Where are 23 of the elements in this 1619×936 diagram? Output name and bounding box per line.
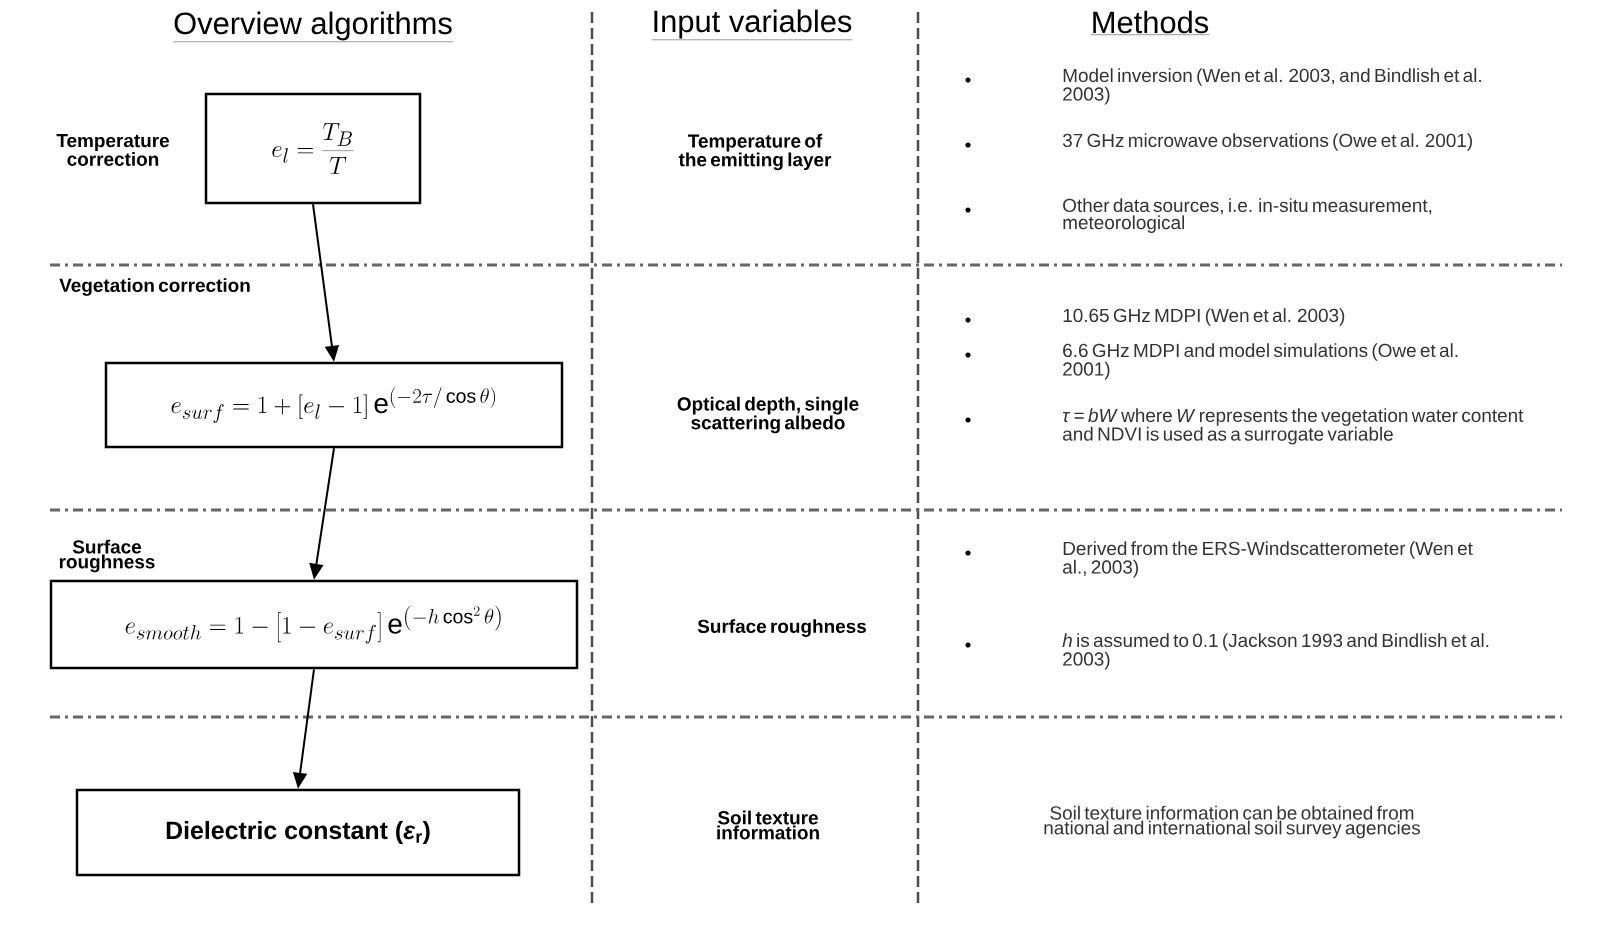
formula-box: Dielectric constant (ε$_{r}$) <box>75 788 521 877</box>
formula-box: $e_{surf} = 1 + [e_l - 1]\,\mathrm{e}^{\left(-2\tau/\cos\theta\right)}$ <box>104 361 564 449</box>
formula-box: $e_{smooth} = 1 - \left[1 - e_{surf}\right]\mathrm{e}^{\left(-h\cos^2\theta\right)}$ <box>49 579 579 670</box>
variable-label: Temperature of the emitting layer <box>678 133 832 171</box>
step-label: Surface roughness <box>59 539 155 573</box>
method-text: Model inversion (Wen et al. 2003, and Bindlish et al. 2003) <box>1063 68 1481 105</box>
method-text: Other data sources, i.e. in-situ measurement, meteorological <box>1063 198 1432 233</box>
step-label: Vegetation correction <box>59 278 250 296</box>
variable-label: Surface roughness <box>697 619 866 637</box>
column-heading: Input variables <box>651 9 853 40</box>
method-text: 10.65 GHz MDPI (Wen et al. 2003) <box>1063 308 1345 326</box>
method-text: Derived from the ERS-Windscatterometer (Wen et al., 2003) <box>1063 541 1473 578</box>
column-heading: Methods <box>1090 10 1210 35</box>
method-text: Soil texture information can be obtained from national and international soil survey agencies <box>1044 805 1420 839</box>
column-heading: Overview algorithms <box>172 11 454 42</box>
method-text: 37 GHz microwave observations (Owe et al. 2001) <box>1062 133 1472 151</box>
variable-label: Optical depth, single scattering albedo <box>677 396 859 434</box>
variable-label: Soil texture information <box>717 810 819 840</box>
method-text: 6.6 GHz MDPI and model simulations (Owe et al. 2001) <box>1063 343 1458 380</box>
method-text: τ = bW where W represents the vegetation water content and NDVI is used as a surrogate variable <box>1062 408 1524 445</box>
method-text: h is assumed to 0.1 (Jackson 1993 and Bindlish et al. 2003) <box>1062 633 1489 670</box>
step-label: Temperature correction <box>56 134 169 166</box>
formula-box: $e_l = \frac{T_B}{T}$ <box>204 92 422 205</box>
